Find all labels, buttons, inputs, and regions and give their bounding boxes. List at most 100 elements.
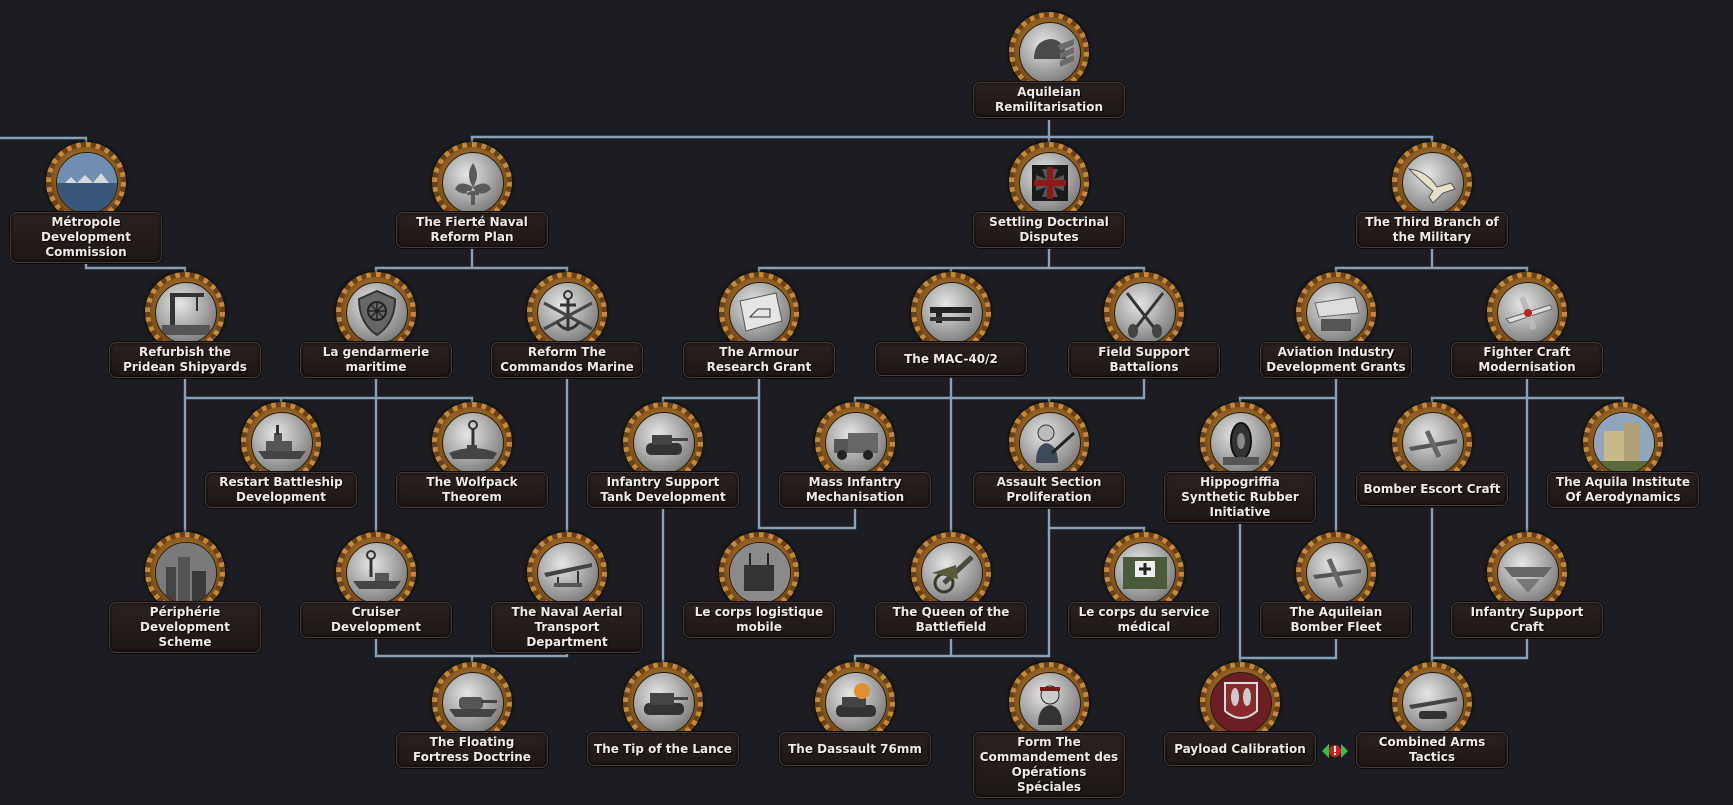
focus-label: The Tip of the Lance xyxy=(587,732,739,766)
focus-gendarmerie[interactable]: La gendarmerie maritime xyxy=(291,272,461,402)
focus-medal xyxy=(1200,662,1280,742)
focus-medal xyxy=(527,532,607,612)
focus-medal xyxy=(1104,272,1184,352)
focus-medal xyxy=(1487,532,1567,612)
medical-icon xyxy=(1114,542,1176,604)
iron-cross-icon xyxy=(1019,152,1081,214)
focus-label: Cruiser Development xyxy=(300,602,452,638)
focus-medal xyxy=(815,402,895,482)
wing-badge-icon xyxy=(1497,542,1559,604)
factory-icon xyxy=(1306,282,1368,344)
focus-medal xyxy=(1296,532,1376,612)
fleur-de-lis-icon xyxy=(442,152,504,214)
heavy-tank-icon xyxy=(633,672,695,734)
focus-aquila-institute[interactable]: The Aquila Institute Of Aerodynamics xyxy=(1538,402,1708,532)
focus-label: The Third Branch of the Military xyxy=(1356,212,1508,248)
focus-settling-doctrinal[interactable]: Settling Doctrinal Disputes xyxy=(964,142,1134,272)
focus-commandement[interactable]: Form The Commandement des Opérations Spé… xyxy=(964,662,1134,792)
focus-refurbish-pridean[interactable]: Refurbish the Pridean Shipyards xyxy=(100,272,270,402)
focus-peripherie[interactable]: Périphérie Development Scheme xyxy=(100,532,270,662)
radio-truck-icon xyxy=(729,542,791,604)
focus-third-branch[interactable]: The Third Branch of the Military xyxy=(1347,142,1517,272)
focus-label: Métropole Development Commission xyxy=(10,212,162,263)
focus-dassault[interactable]: The Dassault 76mm xyxy=(770,662,940,792)
focus-label: Settling Doctrinal Disputes xyxy=(973,212,1125,248)
focus-aviation-grants[interactable]: Aviation Industry Development Grants xyxy=(1251,272,1421,402)
focus-queen-battlefield[interactable]: The Queen of the Battlefield xyxy=(866,532,1036,662)
focus-cruiser[interactable]: Cruiser Development xyxy=(291,532,461,662)
artillery-icon xyxy=(921,542,983,604)
focus-label: The Floating Fortress Doctrine xyxy=(396,732,548,768)
focus-mac-40[interactable]: The MAC-40/2 xyxy=(866,272,1036,402)
focus-restart-battleship[interactable]: Restart Battleship Development xyxy=(196,402,366,532)
focus-label: Refurbish the Pridean Shipyards xyxy=(109,342,261,378)
focus-label: Mass Infantry Mechanisation xyxy=(779,472,931,508)
escort-plane-icon xyxy=(1402,412,1464,474)
focus-medal xyxy=(911,532,991,612)
mutually-exclusive-icon xyxy=(1322,742,1348,760)
focus-infantry-craft[interactable]: Infantry Support Craft xyxy=(1442,532,1612,662)
focus-tip-lance[interactable]: The Tip of the Lance xyxy=(578,662,748,792)
focus-reform-commandos[interactable]: Reform The Commandos Marine xyxy=(482,272,652,402)
focus-infantry-tank[interactable]: Infantry Support Tank Development xyxy=(578,402,748,532)
focus-aquileian-remilitarisation[interactable]: Aquileian Remilitarisation xyxy=(964,12,1134,142)
focus-fierte-naval-reform[interactable]: The Fierté Naval Reform Plan xyxy=(387,142,557,272)
focus-medal xyxy=(432,662,512,742)
exploding-tank-icon xyxy=(825,672,887,734)
focus-label: La gendarmerie maritime xyxy=(300,342,452,378)
fortress-ship-icon xyxy=(442,672,504,734)
tank-icon xyxy=(633,412,695,474)
crane-icon xyxy=(155,282,217,344)
focus-field-support[interactable]: Field Support Battalions xyxy=(1059,272,1229,402)
helmet-icon xyxy=(1019,22,1081,84)
focus-naval-aerial[interactable]: The Naval Aerial Transport Department xyxy=(482,532,652,662)
focus-medal xyxy=(432,142,512,222)
tire-icon xyxy=(1210,412,1272,474)
truck-icon xyxy=(825,412,887,474)
focus-medal xyxy=(1296,272,1376,352)
focus-label: Aquileian Remilitarisation xyxy=(973,82,1125,118)
focus-medal xyxy=(911,272,991,352)
focus-corps-medical[interactable]: Le corps du service médical xyxy=(1059,532,1229,662)
focus-bomber-escort[interactable]: Bomber Escort Craft xyxy=(1347,402,1517,532)
soldier-icon xyxy=(1019,412,1081,474)
focus-medal xyxy=(1104,532,1184,612)
seaplane-icon xyxy=(537,542,599,604)
focus-combined-arms[interactable]: Combined Arms Tactics xyxy=(1347,662,1517,792)
anchor-rifles-icon xyxy=(537,282,599,344)
focus-aquileian-bomber[interactable]: The Aquileian Bomber Fleet xyxy=(1251,532,1421,662)
focus-label: Field Support Battalions xyxy=(1068,342,1220,378)
fighter-plane-icon xyxy=(1497,282,1559,344)
focus-mass-mechanisation[interactable]: Mass Infantry Mechanisation xyxy=(770,402,940,532)
submarine-icon xyxy=(442,412,504,474)
focus-medal xyxy=(1487,272,1567,352)
battleship-icon xyxy=(251,412,313,474)
shield-wheel-icon xyxy=(346,282,408,344)
focus-wolfpack[interactable]: The Wolfpack Theorem xyxy=(387,402,557,532)
focus-payload[interactable]: Payload Calibration xyxy=(1155,662,1325,792)
focus-label: Bomber Escort Craft xyxy=(1356,472,1508,506)
focus-medal xyxy=(1200,402,1280,482)
focus-label: Infantry Support Tank Development xyxy=(587,472,739,508)
focus-assault-section[interactable]: Assault Section Proliferation xyxy=(964,402,1134,532)
focus-corps-logistique[interactable]: Le corps logistique mobile xyxy=(674,532,844,662)
focus-label: Hippogriffia Synthetic Rubber Initiative xyxy=(1164,472,1316,523)
focus-medal xyxy=(145,532,225,612)
focus-medal xyxy=(1009,662,1089,742)
focus-medal xyxy=(719,272,799,352)
focus-hippogriffia[interactable]: Hippogriffia Synthetic Rubber Initiative xyxy=(1155,402,1325,532)
focus-medal xyxy=(1392,402,1472,482)
focus-metropole-development[interactable]: Métropole Development Commission xyxy=(1,142,171,272)
focus-label: Form The Commandement des Opérations Spé… xyxy=(973,732,1125,798)
focus-medal xyxy=(336,272,416,352)
focus-floating-fortress[interactable]: The Floating Fortress Doctrine xyxy=(387,662,557,792)
focus-label: Fighter Craft Modernisation xyxy=(1451,342,1603,378)
focus-medal xyxy=(336,532,416,612)
focus-medal xyxy=(1009,142,1089,222)
harbor-city-icon xyxy=(56,152,118,214)
focus-armour-research[interactable]: The Armour Research Grant xyxy=(674,272,844,402)
focus-fighter-modern[interactable]: Fighter Craft Modernisation xyxy=(1442,272,1612,402)
bombs-icon xyxy=(1210,672,1272,734)
focus-label: Restart Battleship Development xyxy=(205,472,357,508)
